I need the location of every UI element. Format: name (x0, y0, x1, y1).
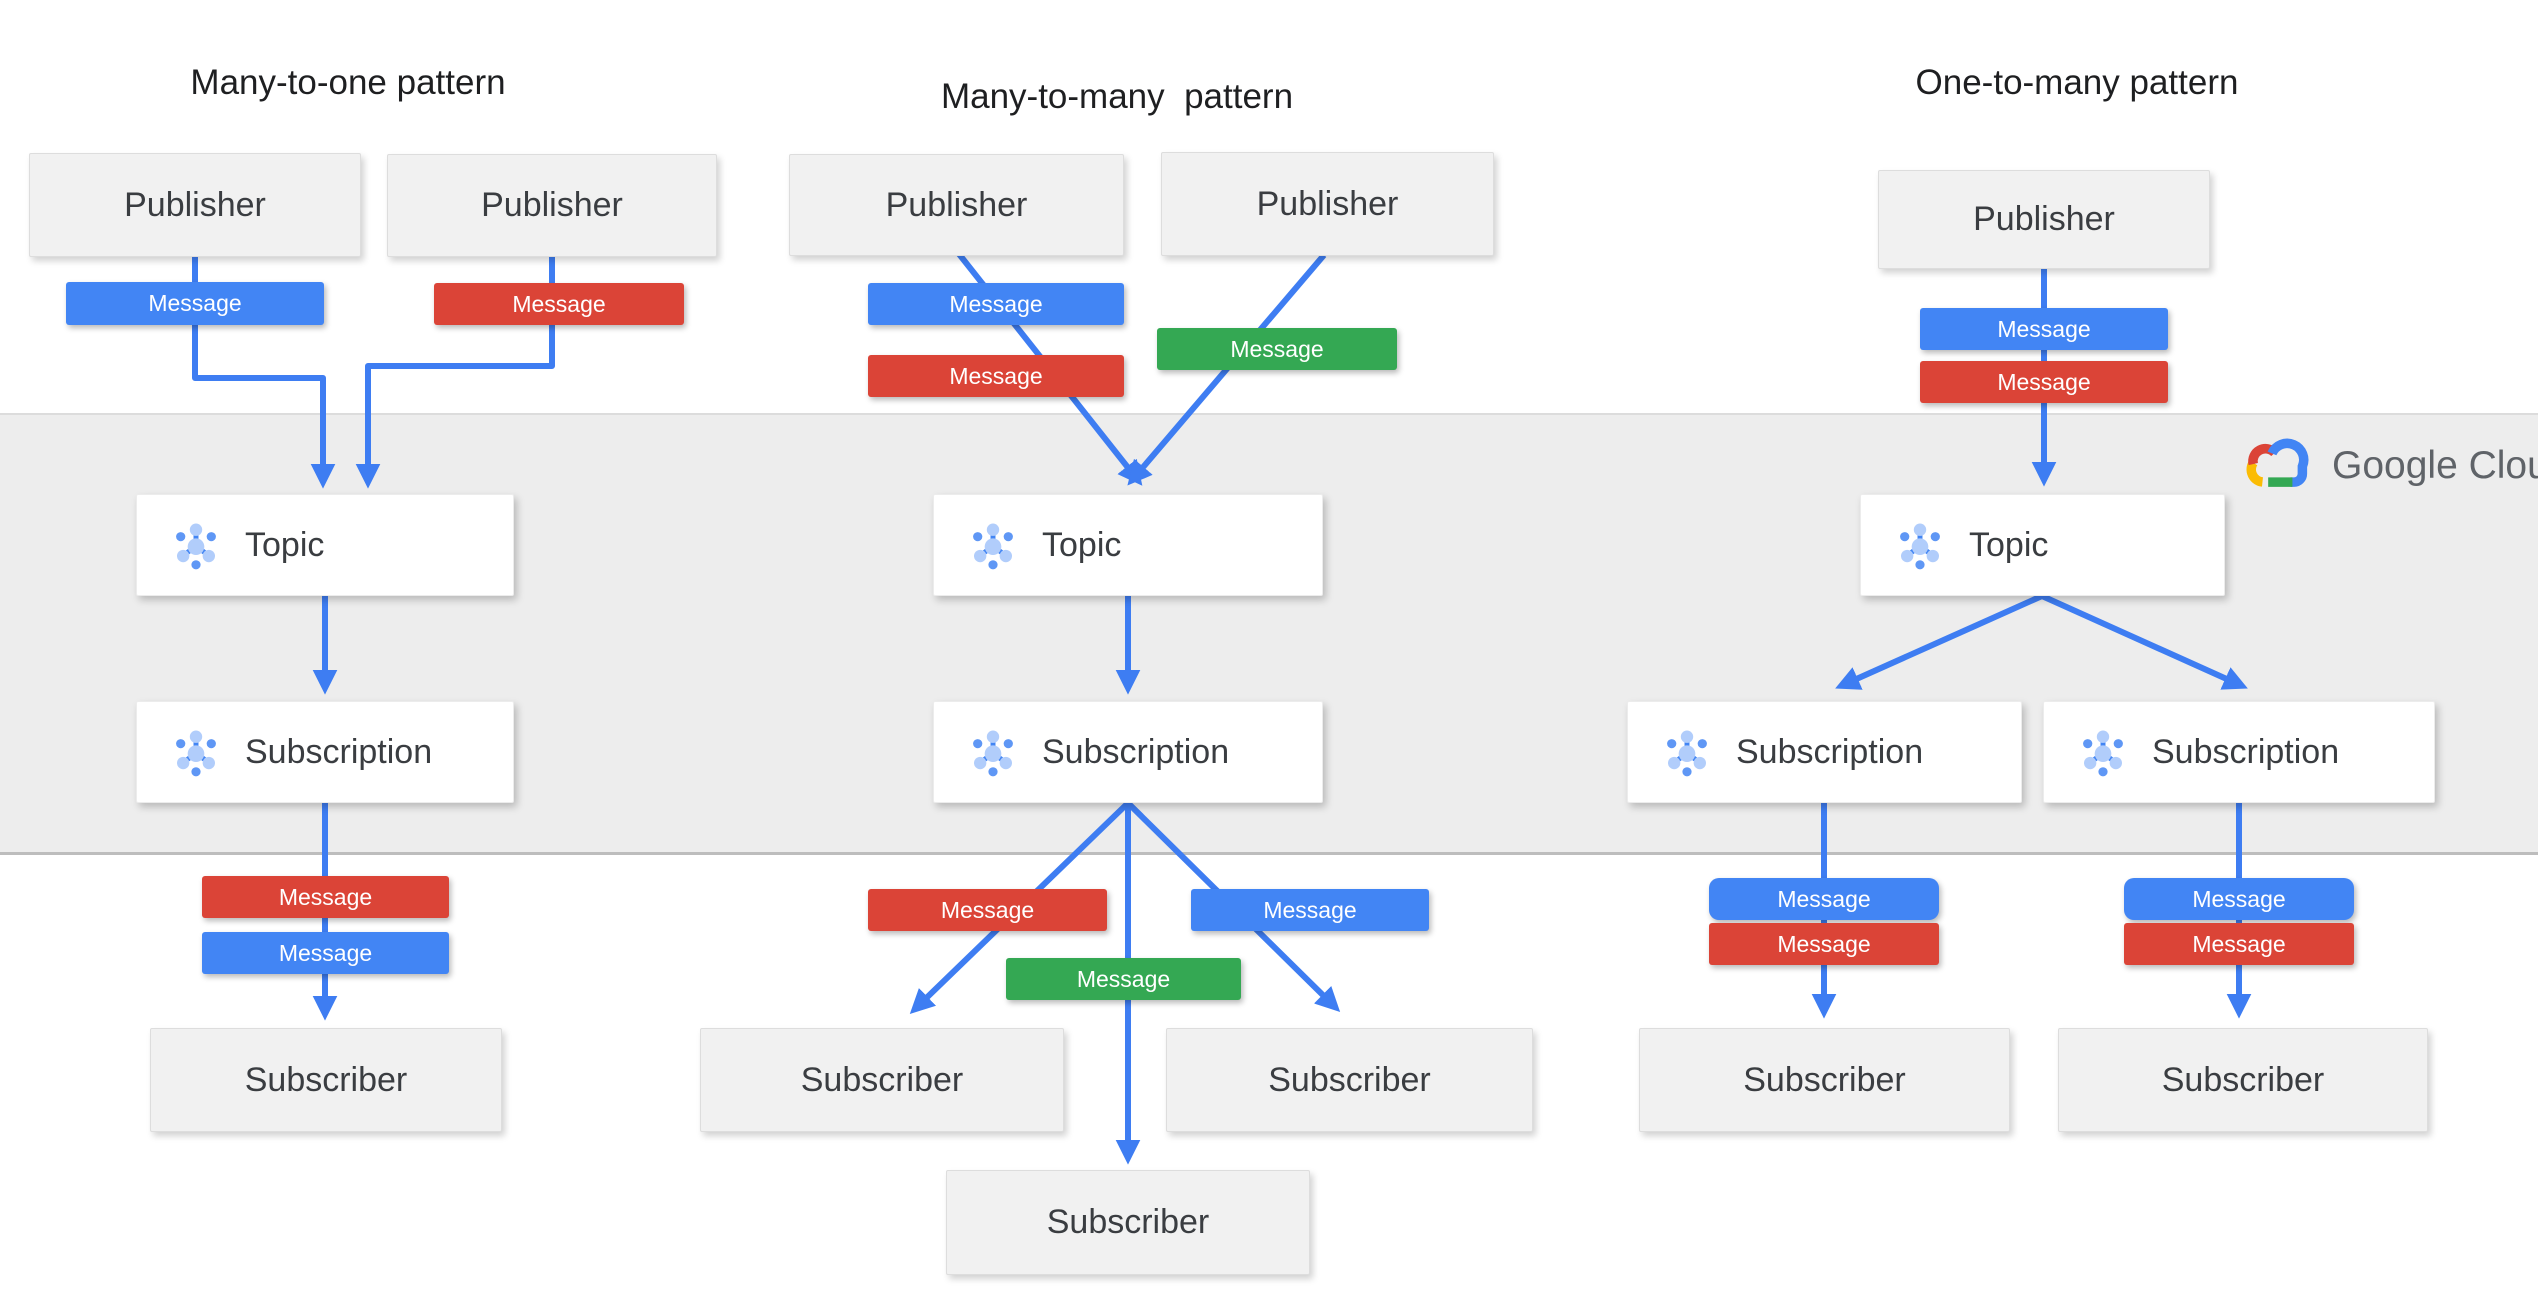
message-badge-blue: Message (868, 283, 1124, 325)
google-cloud-icon (2246, 438, 2309, 487)
message-badge-blue: Message (66, 282, 324, 325)
publisher-label: Publisher (124, 185, 266, 224)
message-badge-red: Message (868, 355, 1124, 397)
message-badge-green: Message (1157, 328, 1397, 370)
subscription-box: Subscription (933, 701, 1323, 803)
google-cloud-wordmark: Google Cloud (2332, 444, 2538, 487)
message-badge-red: Message (1920, 361, 2168, 403)
publisher-label: Publisher (885, 185, 1028, 224)
topic-box: Topic (933, 494, 1323, 596)
pubsub-icon (176, 523, 216, 570)
subscriber-label: Subscriber (1268, 1060, 1431, 1099)
pattern-title: Many-to-many pattern (940, 77, 1294, 116)
message-badge-blue: Message (2124, 878, 2354, 920)
subscriber-box: Subscriber (2058, 1028, 2428, 1132)
flow-arrow (2040, 593, 2248, 690)
publisher-label: Publisher (481, 186, 623, 224)
message-badge-red: Message (202, 876, 449, 918)
topic-box: Topic (1860, 494, 2225, 596)
pattern-title: Many-to-one pattern (190, 63, 506, 102)
subscription-label: Subscription (1042, 732, 1230, 771)
pubsub-icon (973, 523, 1013, 570)
subscription-label: Subscription (2152, 732, 2340, 771)
subscription-label: Subscription (245, 732, 433, 771)
subscriber-label: Subscriber (1743, 1060, 1906, 1099)
google-cloud-logo: Google Cloud (2243, 438, 2538, 494)
publisher-label: Publisher (1256, 184, 1399, 223)
publisher-box: Publisher (29, 153, 361, 257)
subscription-label: Subscription (1736, 732, 1924, 771)
pubsub-icon (973, 730, 1013, 777)
subscriber-box: Subscriber (700, 1028, 1064, 1132)
publisher-box: Publisher (1878, 170, 2210, 269)
message-badge-red: Message (2124, 923, 2354, 965)
subscriber-box: Subscriber (1166, 1028, 1533, 1132)
publisher-label: Publisher (1973, 200, 2115, 238)
subscriber-label: Subscriber (1046, 1203, 1210, 1241)
subscriber-box: Subscriber (150, 1028, 502, 1132)
message-badge-blue: Message (1191, 889, 1429, 931)
flow-arrow (1835, 593, 2044, 690)
subscriber-box: Subscriber (946, 1170, 1310, 1275)
publisher-box: Publisher (789, 154, 1124, 256)
pubsub-icon (1667, 730, 1707, 777)
subscriber-box: Subscriber (1639, 1028, 2010, 1132)
topic-label: Topic (1042, 525, 1122, 564)
publisher-box: Publisher (1161, 152, 1494, 256)
message-badge-blue: Message (202, 932, 449, 974)
subscriber-label: Subscriber (800, 1060, 964, 1099)
subscriber-label: Subscriber (244, 1060, 408, 1099)
topic-box: Topic (136, 494, 514, 596)
subscription-box: Subscription (2043, 701, 2435, 803)
pubsub-icon (1900, 523, 1940, 570)
message-badge-blue: Message (1709, 878, 1939, 920)
pattern-title: One-to-many pattern (1915, 63, 2239, 102)
message-badge-blue: Message (1920, 308, 2168, 350)
message-badge-red: Message (434, 283, 684, 325)
topic-label: Topic (1969, 525, 2049, 564)
topic-label: Topic (245, 525, 325, 564)
message-badge-red: Message (1709, 923, 1939, 965)
message-badge-green: Message (1006, 958, 1241, 1000)
pubsub-icon (176, 730, 216, 777)
subscription-box: Subscription (1627, 701, 2022, 803)
message-badge-red: Message (868, 889, 1107, 931)
subscription-box: Subscription (136, 701, 514, 803)
pubsub-icon (2083, 730, 2123, 777)
publisher-box: Publisher (387, 154, 717, 257)
subscriber-label: Subscriber (2161, 1060, 2325, 1099)
